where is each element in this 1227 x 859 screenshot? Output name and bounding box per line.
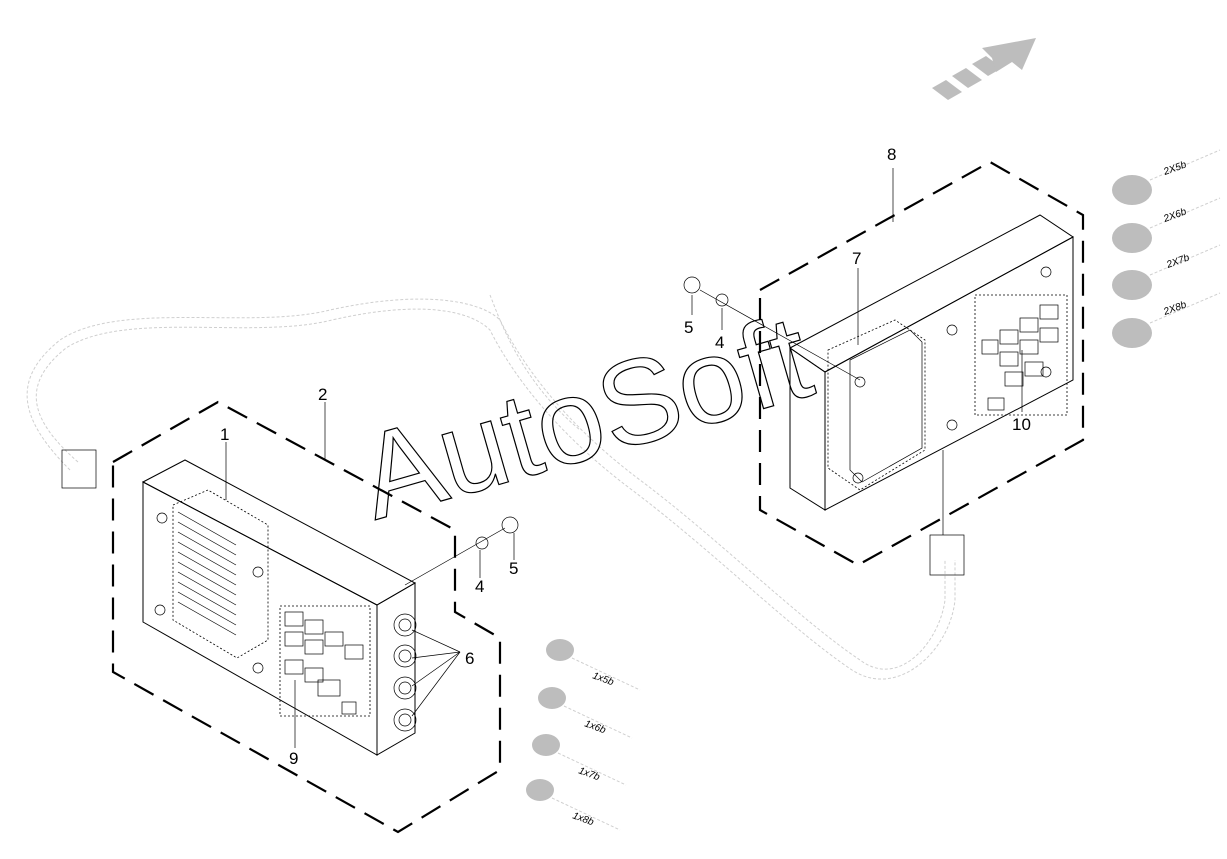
assembly-boundary-left [111,400,502,834]
terminal-block-right [974,294,1068,416]
connector-labels-left: 1x5b 1x6b 1x7b 1x8b [571,670,616,828]
callout-2: 2 [318,385,327,404]
connector-1x8b [526,779,621,831]
callout-8: 8 [887,145,896,164]
connector-1x5b [546,639,641,691]
connector-2X7b [1112,244,1221,300]
callout-7: 7 [852,249,861,268]
callout-10: 10 [1012,415,1031,434]
assembly-boundary-right [758,160,1085,567]
callout-5-right: 5 [684,318,693,337]
connector-1x6b [538,687,633,739]
heat-sink [172,489,269,659]
callout-4-left: 4 [475,577,484,596]
wiring-harness [26,294,965,680]
connector-symbols-right [1112,149,1221,348]
connector-2X6b [1112,197,1221,253]
connector-label-1x6b: 1x6b [583,718,608,736]
connector-symbols-left [526,639,641,831]
connector-label-1x5b: 1x5b [591,670,616,688]
direction-arrow-icon [932,38,1036,100]
left-control-unit-assembly [111,400,519,834]
nut-left [501,516,519,534]
connector-label-2X5b: 2X5b [1161,159,1188,178]
cover-plate [827,319,926,491]
connector-2X5b [1112,149,1221,205]
callout-6: 6 [465,649,474,668]
callout-1: 1 [220,425,229,444]
connector-label-2X6b: 2X6b [1161,206,1188,225]
connector-label-2X7b: 2X7b [1164,252,1191,271]
right-control-unit-assembly [683,160,1085,567]
washer-left [475,536,489,550]
nut-right [683,276,701,294]
callout-labels: 1 2 4 5 6 9 5 4 7 8 10 [220,145,1031,768]
connector-label-1x7b: 1x7b [577,765,602,783]
connector-1x7b [532,734,627,786]
watermark: AutoSoft [345,289,824,545]
connector-label-1x8b: 1x8b [571,810,596,828]
terminal-block-left [279,605,371,717]
callout-5-left: 5 [509,559,518,578]
round-connectors [393,613,417,732]
washer-right [715,293,729,307]
connector-label-2X8b: 2X8b [1161,299,1188,318]
callout-9: 9 [289,749,298,768]
connector-labels-right: 2X5b 2X6b 2X7b 2X8b [1161,159,1191,318]
harness-plug-left [61,449,97,489]
callout-4-right: 4 [715,333,724,352]
harness-plug-right [929,534,965,576]
connector-2X8b [1112,292,1221,348]
